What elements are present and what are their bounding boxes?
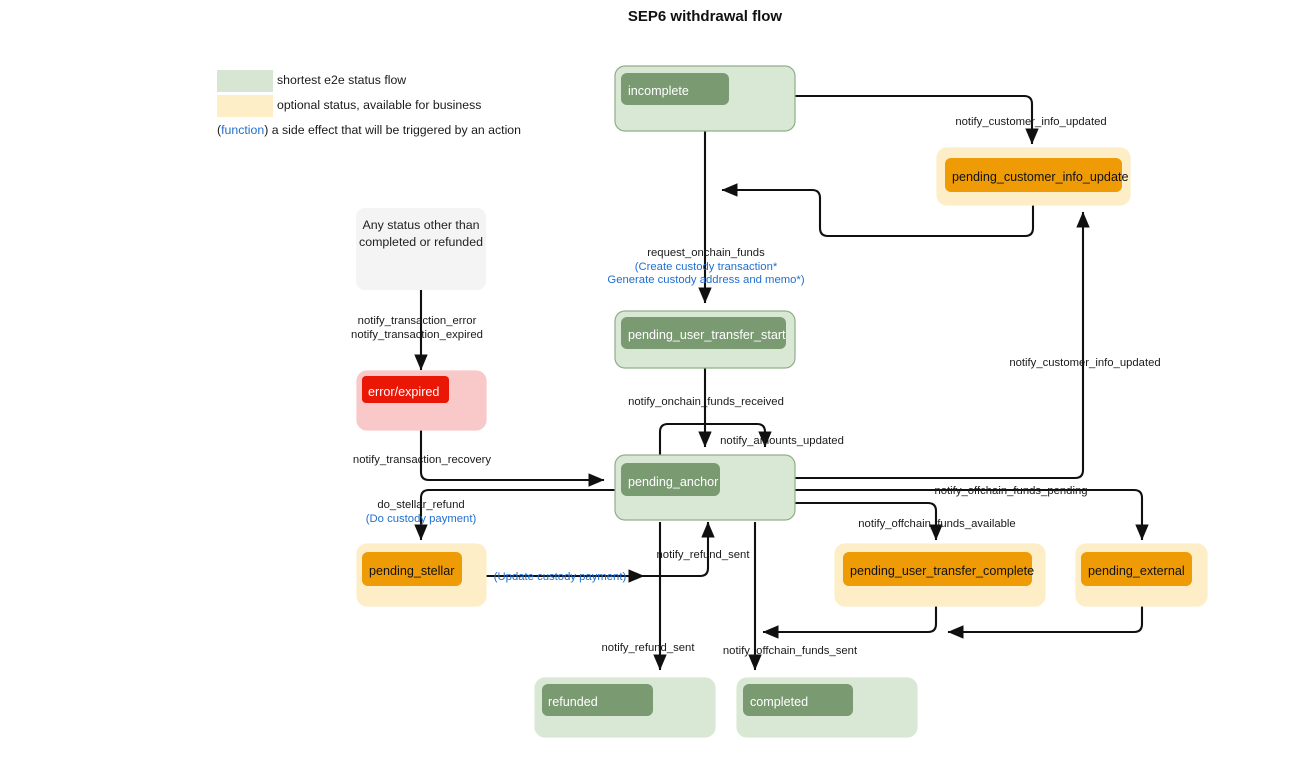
edge-label-layer: notify_customer_info_updated notify_cust… [351,116,1161,657]
node-pending-user-transfer-complete-label: pending_user_transfer_complete [850,564,1034,578]
label-notify-customer-info-updated-right: notify_customer_info_updated [1009,357,1160,369]
edge-notify-customer-info-updated-top [795,94,1039,145]
node-pending-external[interactable]: pending_external [1075,543,1208,607]
legend-green-label: shortest e2e status flow [277,73,406,87]
node-any-status[interactable]: Any status other than completed or refun… [356,208,486,290]
edge-external-to-completed [947,606,1144,639]
label-notify-amounts-updated: notify_amounts_updated [720,435,844,447]
page-title: SEP6 withdrawal flow [628,8,783,25]
label-request-onchain-funds-fn1: (Create custody transaction* [635,261,778,273]
node-pending-anchor-label: pending_anchor [628,475,718,489]
node-completed[interactable]: completed [736,677,918,738]
label-notify-offchain-funds-sent: notify_offchain_funds_sent [723,645,858,657]
legend-amber-swatch [217,95,273,117]
edge-layer [414,94,1149,671]
legend-green-swatch [217,70,273,92]
node-pending-user-transfer-complete[interactable]: pending_user_transfer_complete [834,543,1046,607]
label-request-onchain-funds-fn2: Generate custody address and memo*) [607,274,804,286]
label-notify-onchain-funds-received: notify_onchain_funds_received [628,396,784,408]
edge-user-transfer-complete-to-completed [762,606,938,639]
node-incomplete-label: incomplete [628,84,689,98]
label-notify-transaction-recovery: notify_transaction_recovery [353,454,491,466]
any-status-line2: completed or refunded [359,235,483,249]
edge-notify-offchain-funds-pending [795,488,1149,541]
edge-notify-offchain-funds-available [795,501,943,541]
label-do-stellar-refund-fn: (Do custody payment) [366,513,477,525]
node-pending-stellar-label: pending_stellar [369,564,454,578]
edge-do-stellar-refund [414,488,615,541]
edge-customer-info-return [721,183,1035,238]
node-pending-user-transfer-start[interactable]: pending_user_transfer_start [614,310,796,369]
node-refunded[interactable]: refunded [534,677,716,738]
edge-notify-amounts-updated [658,422,772,455]
label-request-onchain-funds: request_onchain_funds [647,247,765,259]
legend-function-row: (function) a side effect that will be tr… [217,123,521,137]
label-notify-offchain-funds-pending: notify_offchain_funds_pending [934,485,1087,497]
label-update-custody-payment-fn: (Update custody payment) [494,571,627,583]
any-status-line1: Any status other than [362,218,479,232]
node-incomplete[interactable]: incomplete [614,65,796,132]
legend-function-token: function [221,123,264,137]
label-notify-refund-sent-down: notify_refund_sent [602,642,696,654]
node-pending-stellar[interactable]: pending_stellar [356,543,487,607]
legend-function-desc: a side effect that will be triggered by … [268,123,521,137]
label-notify-offchain-funds-available: notify_offchain_funds_available [858,518,1015,530]
legend: shortest e2e status flow optional status… [217,70,521,137]
label-notify-refund-sent-up: notify_refund_sent [657,549,751,561]
node-pending-user-transfer-start-label: pending_user_transfer_start [628,328,786,342]
node-refunded-label: refunded [548,695,598,709]
label-notify-customer-info-updated-top: notify_customer_info_updated [955,116,1106,128]
edge-notify-transaction-recovery [419,430,605,487]
node-pending-anchor[interactable]: pending_anchor [614,454,796,521]
edge-notify-customer-info-updated-right [795,211,1090,480]
node-completed-label: completed [750,695,808,709]
edge-notify-refund-sent-up [632,521,715,578]
node-pending-customer-info-update[interactable]: pending_customer_info_update [936,147,1131,206]
label-do-stellar-refund: do_stellar_refund [377,499,464,511]
node-error-expired-label: error/expired [368,385,439,399]
node-pending-customer-info-update-label: pending_customer_info_update [952,170,1128,184]
label-notify-transaction-expired: notify_transaction_expired [351,329,483,341]
node-error-expired[interactable]: error/expired [356,370,487,431]
label-notify-transaction-error: notify_transaction_error [358,315,477,327]
node-pending-external-label: pending_external [1088,564,1185,578]
legend-amber-label: optional status, available for business [277,98,481,112]
